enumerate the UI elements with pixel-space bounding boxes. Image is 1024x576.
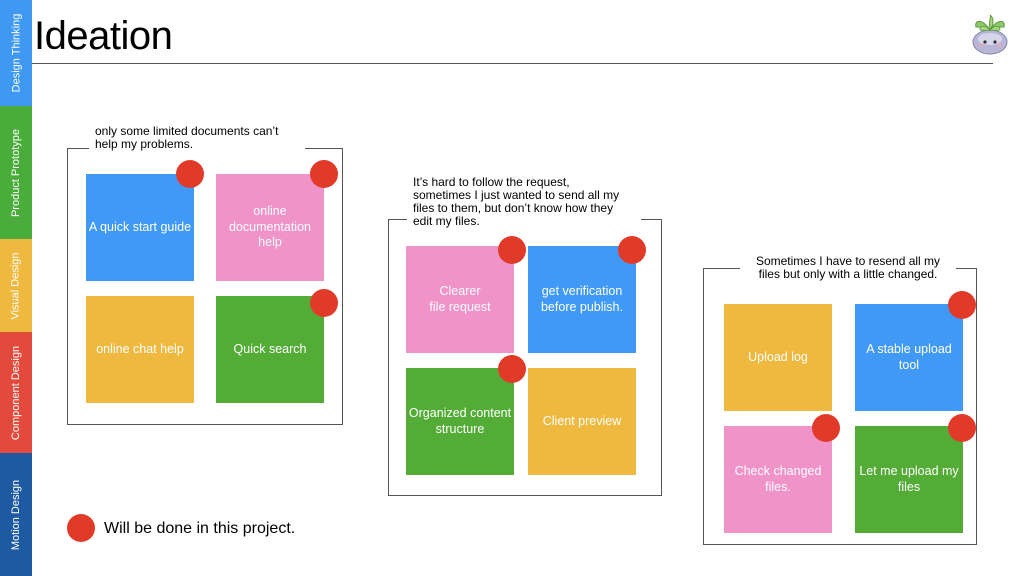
in-scope-marker: [310, 160, 338, 188]
caption-line: Sometimes I have to resend all my: [755, 254, 941, 268]
sticky-note-text: online documentation help: [228, 204, 311, 250]
sticky-note-text: Let me upload my files: [859, 464, 959, 494]
side-tab-label: Product Prototype: [10, 128, 22, 217]
side-tab-label: Component Design: [10, 345, 23, 440]
sticky-note-text: Check changed files.: [734, 464, 822, 494]
sticky-note-organized-content-structure: Organized content structure: [406, 368, 514, 475]
title-divider: [32, 63, 993, 64]
side-tab-visual-design[interactable]: Visual Design: [0, 239, 32, 332]
in-scope-marker: [948, 414, 976, 442]
sticky-note-text: Client preview: [542, 413, 622, 428]
sticky-note-quick-search: Quick search: [216, 296, 324, 403]
sticky-note-let-me-upload-my-files: Let me upload my files: [855, 426, 963, 533]
side-tab-label: Visual Design: [10, 251, 22, 320]
idea-group-3-caption: Sometimes I have to resend all my files …: [740, 255, 956, 281]
plant-mascot-icon: [972, 14, 1008, 55]
sticky-note-quick-start-guide: A quick start guide: [86, 174, 194, 281]
page-title: Ideation: [34, 14, 173, 58]
sticky-note-get-verification: get verification before publish.: [528, 246, 636, 353]
sticky-note-online-chat-help: online chat help: [86, 296, 194, 403]
sticky-note-text: Upload log: [748, 349, 808, 364]
side-tab-design-thinking[interactable]: Design Thinking: [0, 0, 32, 106]
in-scope-marker: [618, 236, 646, 264]
sticky-note-text: get verification before publish.: [540, 284, 623, 314]
sticky-note-stable-upload-tool: A stable upload tool: [855, 304, 963, 411]
in-scope-marker: [176, 160, 204, 188]
caption-line: files but only with a little changed.: [758, 267, 938, 281]
sticky-note-client-preview: Client preview: [528, 368, 636, 475]
idea-group-2-caption: It’s hard to follow the request, sometim…: [407, 176, 641, 228]
caption-line: sometimes I just wanted to send all my: [413, 188, 620, 202]
side-tab-component-design[interactable]: Component Design: [0, 332, 32, 453]
sticky-note-text: A stable upload tool: [866, 342, 952, 372]
side-tab-product-prototype[interactable]: Product Prototype: [0, 106, 32, 239]
sticky-note-text: Quick search: [233, 341, 307, 356]
in-scope-marker: [498, 236, 526, 264]
caption-line: It’s hard to follow the request,: [413, 175, 570, 189]
sticky-note-upload-log: Upload log: [724, 304, 832, 411]
legend-marker: [67, 514, 95, 542]
sticky-note-text: A quick start guide: [88, 219, 192, 234]
in-scope-marker: [812, 414, 840, 442]
in-scope-marker: [310, 289, 338, 317]
side-tab-motion-design[interactable]: Motion Design: [0, 453, 32, 576]
in-scope-marker: [498, 355, 526, 383]
sticky-note-text: Clearer file request: [429, 284, 491, 314]
caption-line: only some limited documents can’t: [95, 124, 279, 138]
caption-line: edit my files.: [413, 214, 480, 228]
legend-text: Will be done in this project.: [104, 520, 296, 537]
idea-group-1-caption: only some limited documents can’t help m…: [89, 125, 305, 151]
side-tab-label: Motion Design: [10, 479, 23, 550]
caption-line: files to them, but don’t know how they: [413, 201, 614, 215]
sticky-note-clearer-file-request: Clearer file request: [406, 246, 514, 353]
side-tab-label: Design Thinking: [10, 13, 22, 93]
caption-line: help my problems.: [95, 137, 194, 151]
sticky-note-check-changed-files: Check changed files.: [724, 426, 832, 533]
in-scope-marker: [948, 291, 976, 319]
sticky-note-online-documentation-help: online documentation help: [216, 174, 324, 281]
sticky-note-text: online chat help: [96, 341, 184, 356]
sticky-note-text: Organized content structure: [408, 406, 512, 436]
